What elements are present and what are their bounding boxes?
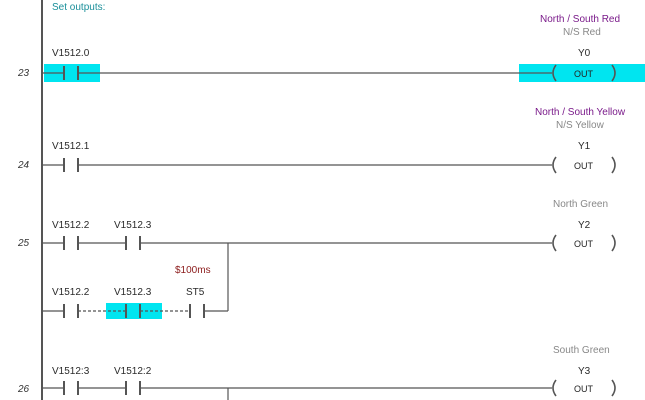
contact-address[interactable]: V1512.1 xyxy=(52,141,90,152)
contact-address[interactable]: V1512:2 xyxy=(114,366,152,377)
branch-contact-address[interactable]: V1512.2 xyxy=(52,287,90,298)
coil-address[interactable]: Y3 xyxy=(578,366,591,377)
branch-contact-address[interactable]: V1512.3 xyxy=(114,287,152,298)
coil-type[interactable]: OUT xyxy=(574,384,593,394)
rung23-contact-highlight xyxy=(44,64,100,82)
coil-nickname: North Green xyxy=(553,199,609,210)
contact-address[interactable]: V1512.3 xyxy=(114,220,152,231)
rung-number: 26 xyxy=(18,384,30,395)
coil-address[interactable]: Y0 xyxy=(578,48,591,59)
contact-address[interactable]: V1512.2 xyxy=(52,220,90,231)
coil-type[interactable]: OUT xyxy=(574,161,593,171)
coil-address[interactable]: Y2 xyxy=(578,220,591,231)
branch-contact-address[interactable]: ST5 xyxy=(186,287,205,298)
rung25-branch-contact-highlight xyxy=(106,303,162,319)
coil-comment: North / South Yellow xyxy=(535,107,626,118)
rung-number: 25 xyxy=(18,238,30,249)
coil-type[interactable]: OUT xyxy=(574,69,593,79)
section-comment: Set outputs: xyxy=(52,2,106,13)
coil-nickname: South Green xyxy=(553,345,610,356)
rung-number: 24 xyxy=(18,160,30,171)
coil-nickname: N/S Red xyxy=(563,27,601,38)
contact-address[interactable]: V1512:3 xyxy=(52,366,90,377)
rung-number: 23 xyxy=(18,68,30,79)
timer-comment: $100ms xyxy=(175,265,211,276)
coil-nickname: N/S Yellow xyxy=(556,120,604,131)
coil-type[interactable]: OUT xyxy=(574,239,593,249)
contact-address[interactable]: V1512.0 xyxy=(52,48,90,59)
coil-comment: North / South Red xyxy=(540,14,621,25)
coil-address[interactable]: Y1 xyxy=(578,141,591,152)
